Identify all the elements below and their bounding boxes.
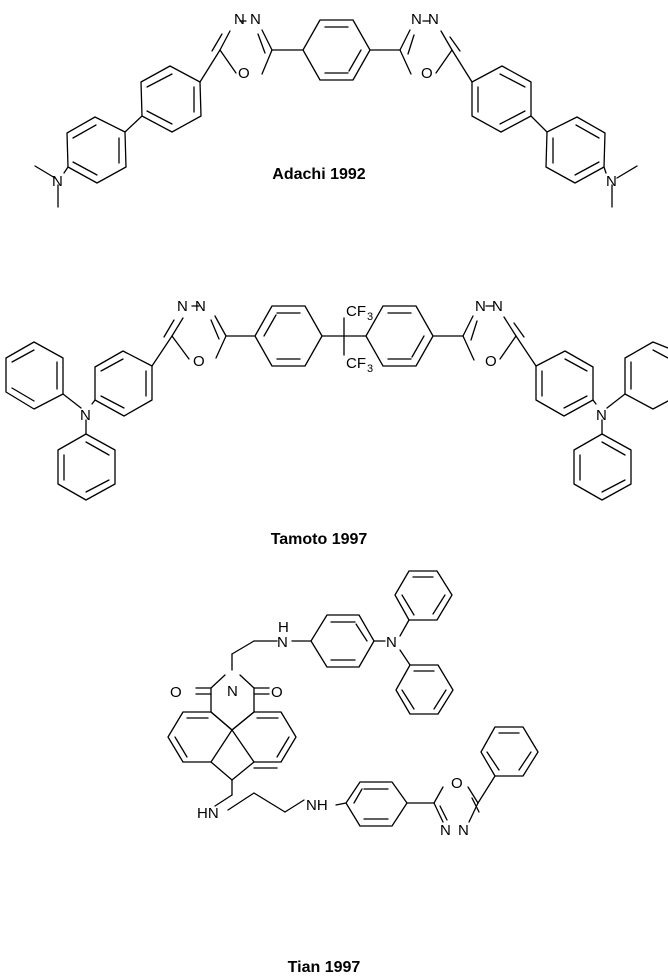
tian-atom-n: N (227, 683, 238, 700)
adachi-atom-n: N (52, 173, 63, 190)
tamoto-cf-lower-subscript: 3 (367, 363, 373, 375)
adachi-atom-o: O (421, 65, 433, 82)
tamoto-atom-n: N (596, 407, 607, 424)
caption-tian: Tian 1997 (288, 959, 361, 976)
tian-atom-hn: HN (197, 805, 219, 822)
tian-bonds (167, 570, 539, 827)
adachi-atom-n: N (428, 11, 439, 28)
tamoto-atom-n: N (177, 298, 188, 315)
caption-adachi: Adachi 1992 (272, 166, 365, 183)
tamoto-atom-o: O (485, 353, 497, 370)
tian-atom-n: N (458, 822, 469, 839)
adachi-atom-n: N (234, 11, 245, 28)
caption-tamoto: Tamoto 1997 (271, 531, 368, 548)
tian-atom-nh: NH (306, 797, 328, 814)
tamoto-bonds (5, 305, 668, 501)
tian-atom-h: H (278, 619, 289, 636)
tamoto-cf-upper: CF (346, 303, 366, 320)
tian-atom-o: O (451, 775, 463, 792)
tian-atom-n: N (386, 634, 397, 651)
tamoto-cf-lower: CF (346, 355, 366, 372)
adachi-atom-o: O (238, 65, 250, 82)
tamoto-atom-n: N (475, 298, 486, 315)
tamoto-cf-upper-subscript: 3 (367, 311, 373, 323)
tamoto-atom-o: O (193, 353, 205, 370)
adachi-bonds (34, 19, 638, 208)
tian-atom-o: O (271, 684, 283, 701)
tian-atom-n: N (277, 634, 288, 651)
tamoto-atom-n: N (492, 298, 503, 315)
molecule-adachi-1992: N N O N N O N N Adachi 1992 (34, 11, 638, 208)
adachi-atom-n: N (411, 11, 422, 28)
tian-atom-n: N (440, 822, 451, 839)
adachi-atom-n: N (606, 173, 617, 190)
molecule-tian-1997: O N O N H N HN NH O N N Tian 1997 (167, 570, 539, 976)
adachi-atom-n: N (250, 11, 261, 28)
molecule-tamoto-1997: N N O N N O CF 3 CF 3 N N Tamoto 1997 (5, 298, 668, 548)
tamoto-atom-n: N (80, 407, 91, 424)
tian-atom-o: O (170, 684, 182, 701)
tamoto-atom-n: N (195, 298, 206, 315)
